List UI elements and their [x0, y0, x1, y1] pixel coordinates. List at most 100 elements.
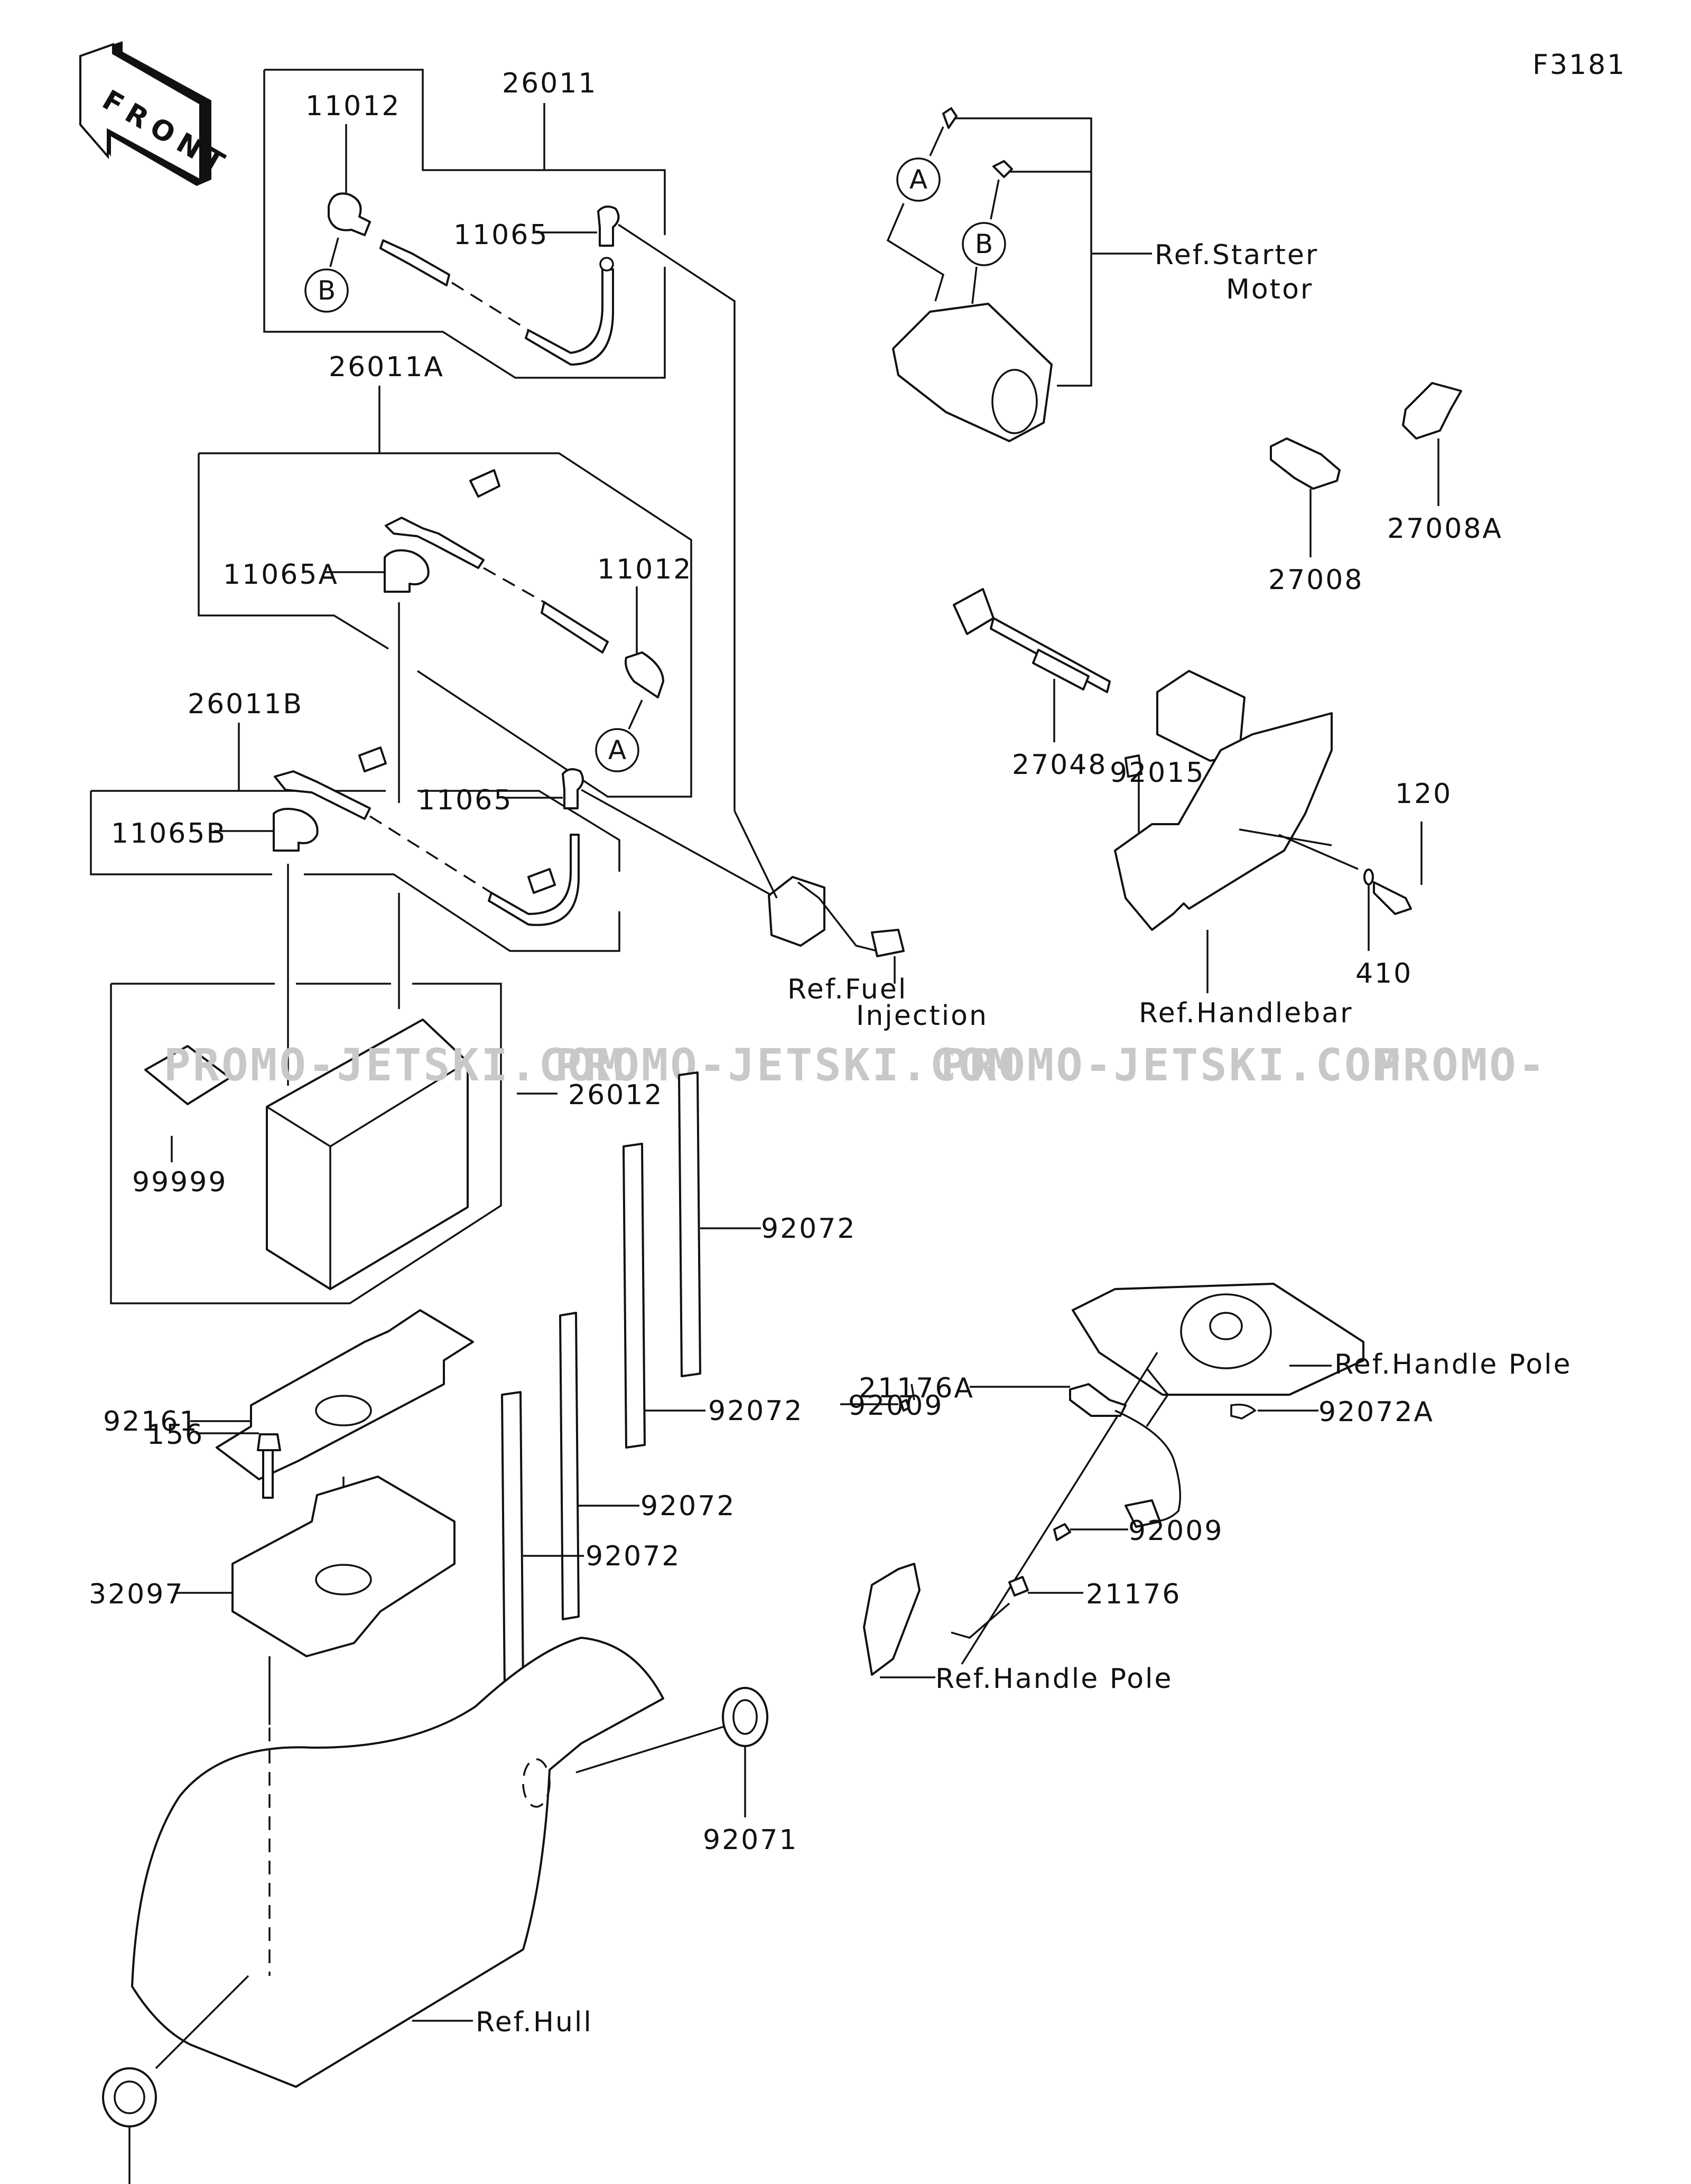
assembly-26011B [90, 723, 905, 984]
terminal-cap-11065A [384, 549, 430, 593]
part-27008: 27008 [1268, 564, 1363, 596]
terminal-cap-11012-mid [625, 651, 664, 698]
part-92072-3: 92072 [640, 1490, 736, 1522]
part-92161: 92161 [103, 1406, 198, 1438]
bolt-120 [1373, 881, 1412, 915]
connector [953, 588, 995, 635]
callout-b-starter: B [975, 229, 993, 259]
connector [469, 469, 500, 498]
battery-26012 [266, 1019, 469, 1290]
key-27008A [1402, 382, 1462, 506]
terminal-cap-11065 [597, 206, 620, 247]
connector [358, 746, 387, 772]
ref-handle-pole-top: Ref.Handle Pole [1334, 1349, 1572, 1380]
part-26011: 26011 [502, 68, 597, 99]
part-92009: 92009 [848, 1390, 943, 1422]
handlebar-cover [1114, 712, 1423, 993]
battery-group [110, 864, 558, 1304]
battery-cable-26011A [385, 517, 485, 569]
strap [678, 1071, 701, 1377]
key-27008 [1270, 437, 1341, 557]
clip-92015 [1125, 754, 1142, 778]
part-26012: 26012 [568, 1079, 663, 1111]
figure-code: F3181 [1532, 49, 1626, 81]
part-11065A: 11065A [223, 559, 339, 591]
clamp-92072A [1230, 1404, 1257, 1420]
part-99999: 99999 [132, 1166, 227, 1198]
part-92009-bottom: 92009 [1128, 1515, 1223, 1547]
part-11065: 11065 [453, 219, 549, 251]
bolt-156 [196, 1432, 281, 1499]
strap [501, 1391, 524, 1692]
terminal-cap-11065B [273, 808, 319, 852]
hull [131, 1637, 730, 2088]
battery-cable-26011-end [525, 268, 614, 366]
ref-starter-motor-2: Motor [1226, 274, 1313, 305]
part-92072-2: 92072 [708, 1395, 803, 1427]
battery-cable-26011B-end [488, 834, 580, 926]
strap [559, 1312, 580, 1620]
ref-hull: Ref.Hull [476, 2006, 593, 2038]
connector [871, 929, 905, 957]
strap [622, 1143, 646, 1449]
part-21176: 21176 [1086, 1579, 1181, 1610]
handle-pole-shaft [863, 1563, 921, 1676]
ref-starter-motor-1: Ref.Starter [1155, 239, 1318, 271]
callout-a-circle [595, 728, 639, 772]
assembly-26011: B [263, 69, 736, 811]
callout-b-circle [304, 268, 349, 313]
part-11065B: 11065B [111, 818, 227, 850]
ref-handlebar: Ref.Handlebar [1139, 997, 1353, 1029]
part-26011B: 26011B [188, 688, 303, 720]
callout-a: A [608, 735, 626, 766]
screw-92009 [900, 1399, 910, 1412]
part-11012-mid: 11012 [597, 554, 692, 585]
battery-plate-92161 [190, 1309, 474, 1480]
ref-handle-pole-bottom: Ref.Handle Pole [935, 1663, 1173, 1695]
ref-fuel-injection-2: Injection [856, 1000, 988, 1032]
washer-410 [1363, 869, 1374, 885]
ref-fuel-injection-1: Ref.Fuel [787, 974, 907, 1005]
battery-tray-32097 [174, 1476, 456, 1657]
part-11065-mid: 11065 [417, 785, 513, 816]
grommet-92071-right [722, 1687, 768, 1817]
terminal-cap-11012 [328, 192, 371, 236]
part-32097: 32097 [89, 1579, 184, 1610]
screw-92009-bottom [1053, 1523, 1071, 1541]
grommet-92071-bottom [102, 2067, 157, 2184]
battery-cable-26011 [379, 239, 450, 286]
svg-text:PROMO-JETSKI.COM: PROMO-JETSKI.COM [555, 1039, 1016, 1091]
bolt [942, 107, 958, 129]
connector [527, 868, 556, 894]
callout-a-starter: A [909, 164, 927, 195]
svg-text:PROMO-JETSKI.COM: PROMO-JETSKI.COM [941, 1039, 1402, 1091]
part-120: 120 [1395, 778, 1452, 810]
part-92072-4: 92072 [586, 1541, 681, 1572]
part-92015: 92015 [1110, 757, 1205, 789]
bracket-21176A [1069, 1383, 1127, 1417]
svg-text:PROMO-JETSKI.COM: PROMO-JETSKI.COM [164, 1039, 625, 1091]
part-156: 156 [147, 1419, 204, 1451]
connector [1125, 1499, 1161, 1528]
watermark: PROMO-JETSKI.COM PROMO-JETSKI.COM PROMO-… [164, 1039, 1547, 1091]
handle-pole-assembly [840, 1283, 1364, 1678]
svg-text:PROMO-: PROMO- [1374, 1039, 1547, 1091]
nut [992, 160, 1013, 178]
clip-21176 [1008, 1576, 1029, 1597]
part-11012: 11012 [305, 90, 401, 122]
ring-terminal [599, 257, 614, 272]
part-27008A: 27008A [1387, 513, 1503, 545]
straps-92072 [501, 1071, 761, 1692]
part-27048: 27048 [1012, 749, 1107, 781]
terminal-cap-11065-mid [562, 768, 584, 809]
starter-motor: A B [886, 107, 1152, 442]
assembly-26011A: A [198, 386, 692, 803]
relay-fuel-injection [768, 876, 825, 947]
part-92072A: 92072A [1318, 1396, 1434, 1428]
part-21176A: 21176A [859, 1373, 974, 1404]
battery-cable-26011A-end [541, 601, 609, 654]
battery-cable-26011B [274, 770, 371, 820]
front-arrow-icon: FRONT [79, 41, 236, 186]
part-26011A: 26011A [329, 351, 444, 383]
